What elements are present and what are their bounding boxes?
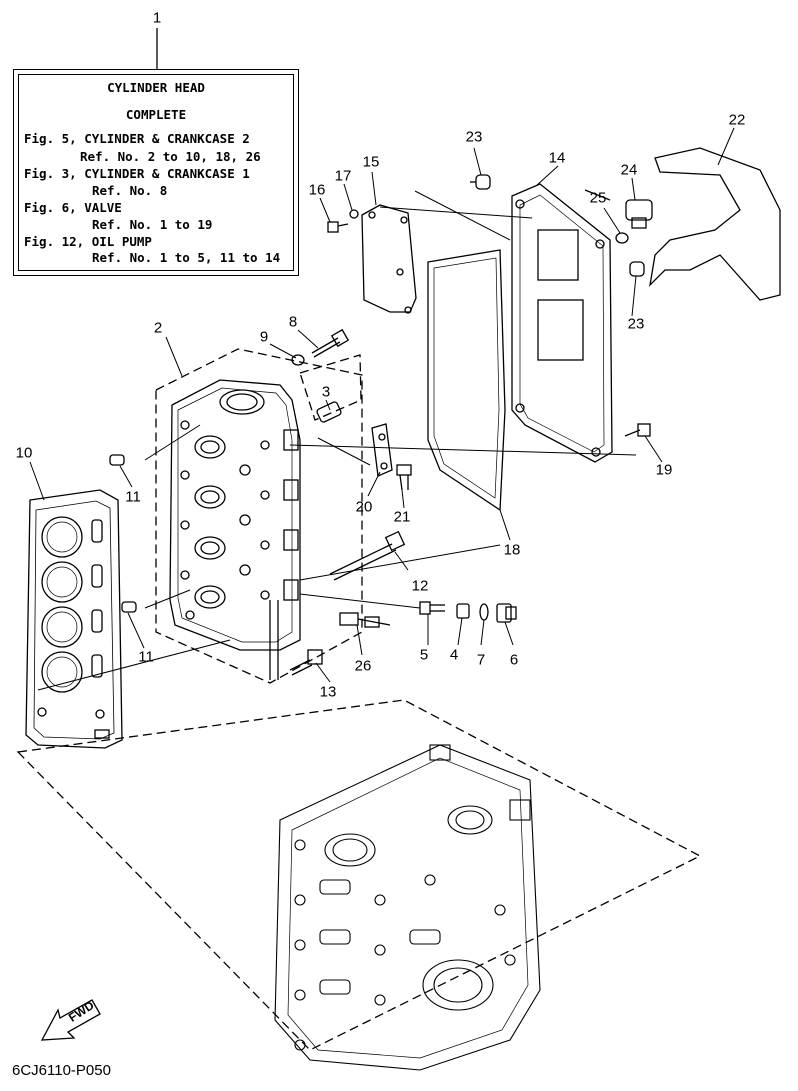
part-label-1: 1 — [152, 9, 162, 27]
part-label-24: 24 — [620, 161, 638, 179]
info-ref-5: Ref. No. 2 to 10, 18, 26 — [80, 149, 261, 164]
part-label-8: 8 — [288, 313, 298, 331]
bolt-19 — [624, 423, 651, 437]
dashed-outlines — [16, 348, 702, 1051]
info-ref-12: Ref. No. 1 to 5, 11 to 14 — [92, 250, 281, 265]
cylinder-head — [169, 379, 301, 680]
part-label-26: 26 — [354, 657, 372, 675]
part-label-11b: 11 — [138, 648, 154, 666]
bolt-12 — [329, 530, 406, 581]
manifold-14 — [511, 183, 613, 463]
collar-4 — [456, 603, 470, 619]
info-fig-6: Fig. 6, VALVE — [24, 200, 122, 215]
part-label-13: 13 — [319, 683, 337, 701]
part-label-17: 17 — [334, 167, 352, 185]
bolt-21 — [396, 464, 412, 491]
part-label-9: 9 — [259, 328, 269, 346]
part-label-4: 4 — [449, 646, 459, 664]
bolt-8 — [311, 328, 350, 358]
part-label-14: 14 — [548, 149, 566, 167]
info-fig-12: Fig. 12, OIL PUMP — [24, 234, 152, 249]
part-label-16: 16 — [308, 181, 326, 199]
washer-9 — [291, 354, 305, 366]
part-label-3: 3 — [321, 383, 331, 401]
dowel-pins — [109, 454, 137, 613]
fwd-arrow-icon — [40, 999, 101, 1041]
part-label-7: 7 — [476, 651, 486, 669]
part-label-12: 12 — [411, 577, 429, 595]
cover-15 — [361, 204, 417, 314]
info-title-1: CYLINDER HEAD — [107, 80, 205, 95]
o-ring-25 — [615, 232, 629, 244]
info-ref-3: Ref. No. 8 — [92, 183, 168, 198]
part-label-23a: 23 — [465, 128, 483, 146]
info-title-2: COMPLETE — [125, 107, 187, 122]
cap-23-bottom — [629, 261, 645, 277]
gasket-18 — [427, 249, 506, 512]
info-box: CYLINDER HEAD COMPLETE Fig. 5, CYLINDER … — [13, 69, 299, 276]
head-gasket — [25, 489, 123, 749]
info-box-inner — [18, 74, 294, 271]
part-label-10: 10 — [15, 444, 33, 462]
part-label-20: 20 — [355, 498, 373, 516]
part-label-21: 21 — [393, 508, 411, 526]
part-label-22: 22 — [728, 111, 746, 129]
part-label-23b: 23 — [627, 315, 645, 333]
part-label-5: 5 — [419, 646, 429, 664]
info-fig-5: Fig. 5, CYLINDER & CRANKCASE 2 — [24, 131, 250, 146]
part-label-15: 15 — [362, 153, 380, 171]
bolt-13 — [289, 649, 323, 676]
part-label-11a: 11 — [125, 488, 141, 506]
leader-lines — [29, 127, 735, 683]
drawing-code: 6CJ6110-P050 — [12, 1062, 111, 1079]
cap-24 — [625, 199, 653, 229]
part-label-25: 25 — [589, 189, 607, 207]
o-ring-7 — [479, 603, 489, 621]
washer-17 — [349, 209, 359, 219]
sleeve-3 — [316, 401, 342, 423]
cover-22 — [649, 147, 781, 301]
cap-23-top — [470, 174, 491, 190]
plate-20 — [371, 423, 393, 477]
info-ref-6: Ref. No. 1 to 19 — [92, 217, 213, 232]
part-label-19: 19 — [655, 461, 673, 479]
bolt-16 — [327, 221, 349, 233]
part-label-18: 18 — [503, 541, 521, 559]
part-label-2: 2 — [153, 319, 163, 337]
bolt-5 — [419, 601, 445, 615]
plug-6 — [496, 603, 517, 623]
crankcase — [274, 744, 541, 1071]
part-label-6: 6 — [509, 651, 519, 669]
info-fig-3: Fig. 3, CYLINDER & CRANKCASE 1 — [24, 166, 250, 181]
sensor-26 — [339, 612, 391, 628]
